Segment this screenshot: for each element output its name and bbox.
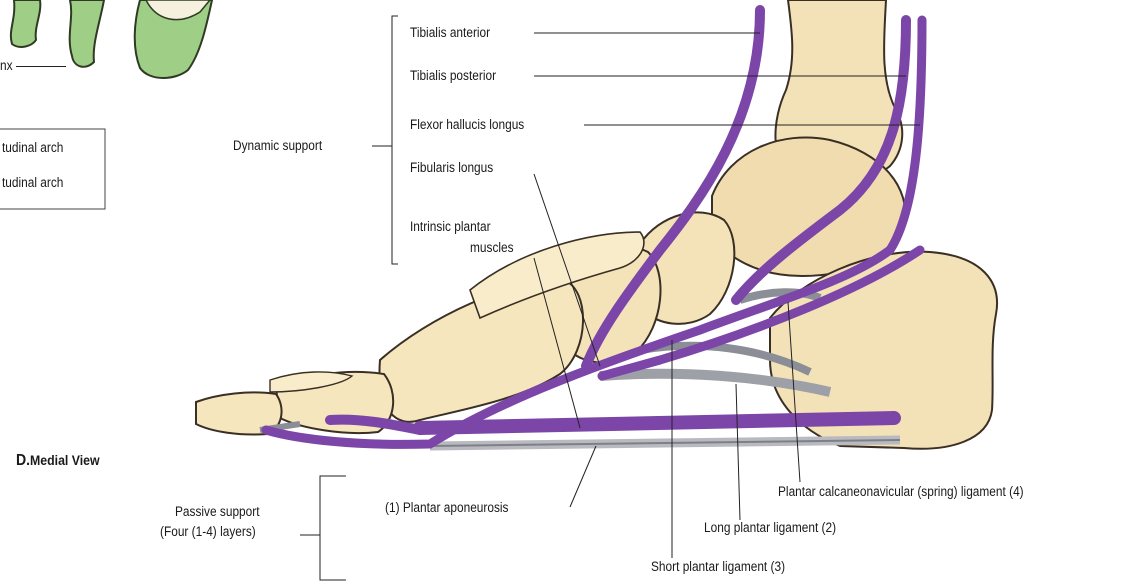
passive-support-label-line1: Passive support xyxy=(175,504,260,520)
view-name: Medial View xyxy=(30,452,100,468)
short-plantar-ligament-label: Short plantar ligament (3) xyxy=(651,559,785,575)
passive-support-label-line2: (Four (1-4) layers) xyxy=(160,524,256,540)
tibialis-anterior-label: Tibialis anterior xyxy=(410,25,490,41)
plantar-aponeurosis-label: (1) Plantar aponeurosis xyxy=(385,500,508,516)
long-plantar-ligament-label: Long plantar ligament (2) xyxy=(704,520,836,536)
corner-legend-line1: tudinal arch xyxy=(2,140,63,156)
spring-ligament-label: Plantar calcaneonavicular (spring) ligam… xyxy=(778,484,1024,500)
dynamic-support-label: Dynamic support xyxy=(233,138,322,154)
intrinsic-plantar-label-line1: Intrinsic plantar xyxy=(410,219,491,235)
intrinsic-plantar-label-line2: muscles xyxy=(470,240,514,256)
phalanx-fragment-label: nx xyxy=(0,58,13,74)
fibularis-longus-label: Fibularis longus xyxy=(410,160,493,176)
view-caption: D. Medial View xyxy=(16,452,110,470)
view-letter: D. xyxy=(16,453,30,469)
corner-legend-line2: tudinal arch xyxy=(2,175,63,191)
tibialis-posterior-label: Tibialis posterior xyxy=(410,68,496,84)
phalanx-leader-line xyxy=(16,66,66,67)
flexor-hallucis-longus-label: Flexor hallucis longus xyxy=(410,117,524,133)
